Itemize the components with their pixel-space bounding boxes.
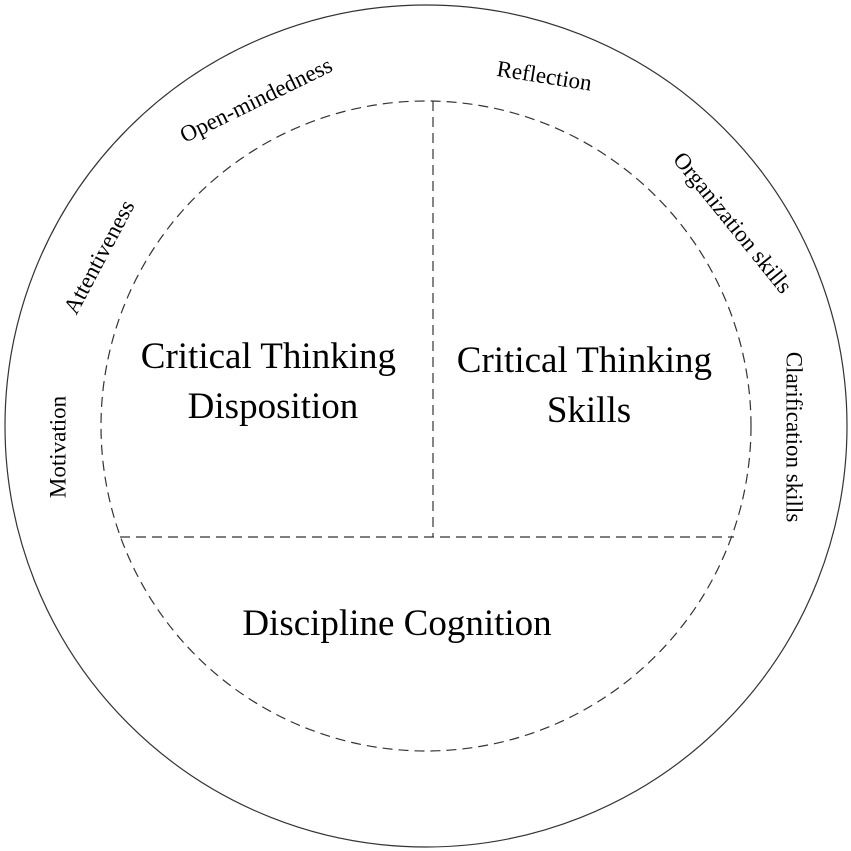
outer-circle <box>4 4 848 848</box>
region-skills-line-2: Skills <box>547 390 631 431</box>
region-skills-label: Critical Thinking Skills <box>457 340 721 431</box>
ring-label-open-mindedness: Open-mindedness <box>176 52 336 147</box>
region-skills-line-1: Critical Thinking <box>457 340 712 381</box>
ring-label-attentiveness: Attentiveness <box>59 196 140 318</box>
region-disposition-line-2: Disposition <box>188 386 359 427</box>
region-disposition-line-1: Critical Thinking <box>141 336 396 377</box>
ring-label-clarification-skills: Clarification skills <box>782 352 807 523</box>
region-disposition-label: Critical Thinking Disposition <box>141 336 405 427</box>
ring-label-organization-skills: Organization skills <box>668 147 797 298</box>
ring-label-reflection: Reflection <box>495 56 594 96</box>
region-cognition-label: Discipline Cognition <box>242 603 551 644</box>
inner-dashed-circle <box>100 100 752 752</box>
ring-label-motivation: Motivation <box>45 395 70 498</box>
